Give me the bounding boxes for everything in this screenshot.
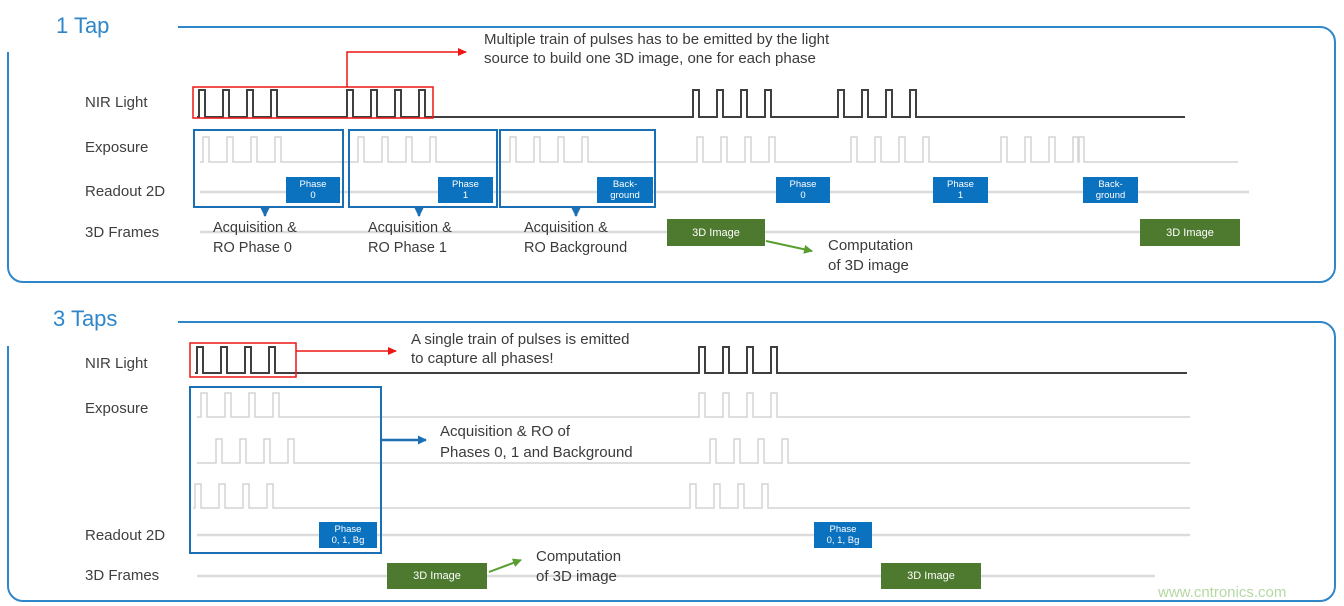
caption-computation-1tap: Computation of 3D image	[828, 236, 913, 276]
acq-box-background	[499, 129, 656, 208]
nir-wave-3taps	[195, 346, 1187, 374]
annotation-line: A single train of pulses is emitted	[411, 331, 630, 348]
caption-line: Acquisition &	[213, 220, 297, 236]
annotation-line: to capture all phases!	[411, 350, 554, 367]
chip-line: Back-	[1098, 179, 1123, 190]
red-callout-arrow-1tap	[346, 48, 467, 87]
acq-box-phase0	[193, 129, 344, 208]
green-arrow-computation-1tap	[765, 240, 813, 254]
chip-line: 1	[957, 190, 964, 201]
chip-line: ground	[1095, 190, 1126, 201]
acq-box-all-phases	[189, 386, 382, 554]
frame-box-3d-image-4: 3D Image	[881, 563, 981, 589]
frame-box-3d-image-2: 3D Image	[1140, 219, 1240, 246]
panel-3taps-title-cover	[0, 298, 178, 346]
caption-line: of 3D image	[828, 257, 909, 274]
exposure-wave-3taps-bg	[193, 483, 1190, 509]
caption-acq-background: Acquisition & RO Background	[524, 218, 627, 258]
annotation-acq-all-phases: Acquisition & RO of Phases 0, 1 and Back…	[440, 421, 633, 463]
chip-line: Phase	[947, 179, 974, 190]
chip-line: 0	[310, 190, 316, 201]
chip-line: Phase	[829, 524, 857, 535]
annotation-multiple-trains: Multiple train of pulses has to be emitt…	[484, 30, 829, 68]
readout-chip-phase1: Phase 1	[438, 177, 493, 203]
row-label-exposure-3taps: Exposure	[85, 400, 149, 417]
row-label-nir-light-1tap: NIR Light	[85, 94, 148, 111]
caption-acq-phase0: Acquisition & RO Phase 0	[213, 218, 297, 258]
exposure-wave-1tap	[200, 136, 1238, 163]
chip-line: Back-	[612, 179, 638, 190]
row-label-frames-1tap: 3D Frames	[85, 224, 160, 241]
annotation-line: Phases 0, 1 and Background	[440, 444, 633, 461]
watermark: www.cntronics.com	[1158, 584, 1287, 601]
exposure-wave-3taps-p1	[197, 438, 1190, 464]
row-label-exposure-1tap: Exposure	[85, 139, 149, 156]
row-label-readout-1tap: Readout 2D	[85, 183, 166, 200]
chip-line: Phase	[452, 179, 479, 190]
section-title-3taps: 3 Taps	[53, 306, 118, 331]
waveforms	[189, 48, 1249, 578]
red-highlight-1tap	[192, 86, 434, 119]
annotation-line: Acquisition & RO of	[440, 423, 571, 440]
readout-chip-phase0-right: Phase 0	[776, 177, 830, 203]
readout-chip-phase-all-right: Phase 0, 1, Bg	[814, 522, 872, 548]
chip-line: Phase	[299, 179, 327, 190]
green-arrow-computation-3taps	[488, 558, 522, 573]
chip-line: Phase	[789, 179, 817, 190]
chip-line: 1	[462, 190, 469, 201]
panel-1tap-border	[7, 26, 1336, 283]
readout-chip-background: Back- ground	[597, 177, 653, 203]
row-label-frames-3taps: 3D Frames	[85, 567, 160, 584]
annotation-line: source to build one 3D image, one for ea…	[484, 50, 816, 67]
caption-computation-3taps: Computation of 3D image	[536, 547, 621, 587]
readout-chip-phase-all: Phase 0, 1, Bg	[319, 522, 377, 548]
caption-line: Computation	[828, 237, 914, 254]
section-title-1tap: 1 Tap	[56, 13, 110, 38]
caption-acq-phase1: Acquisition & RO Phase 1	[368, 218, 452, 258]
panel-1tap-title-cover	[0, 0, 178, 52]
annotation-single-train: A single train of pulses is emitted to c…	[411, 330, 629, 368]
chip-line: 0, 1, Bg	[826, 535, 860, 546]
chip-line: Phase	[334, 524, 362, 535]
nir-wave-1tap	[197, 89, 1185, 118]
acq-box-phase1	[348, 129, 498, 208]
caption-line: Computation	[536, 548, 622, 565]
readout-chip-phase1-right: Phase 1	[933, 177, 988, 203]
caption-line: Acquisition &	[524, 220, 608, 236]
caption-line: RO Background	[524, 240, 628, 256]
caption-line: RO Phase 1	[368, 240, 447, 256]
chip-line: 0, 1, Bg	[331, 535, 365, 546]
readout-chip-phase0: Phase 0	[286, 177, 340, 203]
panel-3taps-border	[7, 321, 1336, 602]
chip-line: 0	[800, 190, 806, 201]
exposure-wave-3taps-p0	[197, 392, 1190, 418]
red-highlight-3taps	[189, 342, 297, 378]
chip-line: ground	[610, 190, 640, 201]
row-label-readout-3taps: Readout 2D	[85, 527, 166, 544]
caption-line: RO Phase 0	[213, 240, 292, 256]
row-label-nir-light-3taps: NIR Light	[85, 355, 148, 372]
caption-line: Acquisition &	[368, 220, 452, 236]
frame-box-3d-image-3: 3D Image	[387, 563, 487, 589]
annotation-line: Multiple train of pulses has to be emitt…	[484, 31, 830, 48]
readout-chip-background-right: Back- ground	[1083, 177, 1138, 203]
caption-line: of 3D image	[536, 568, 617, 585]
frame-box-3d-image-1: 3D Image	[667, 219, 765, 246]
